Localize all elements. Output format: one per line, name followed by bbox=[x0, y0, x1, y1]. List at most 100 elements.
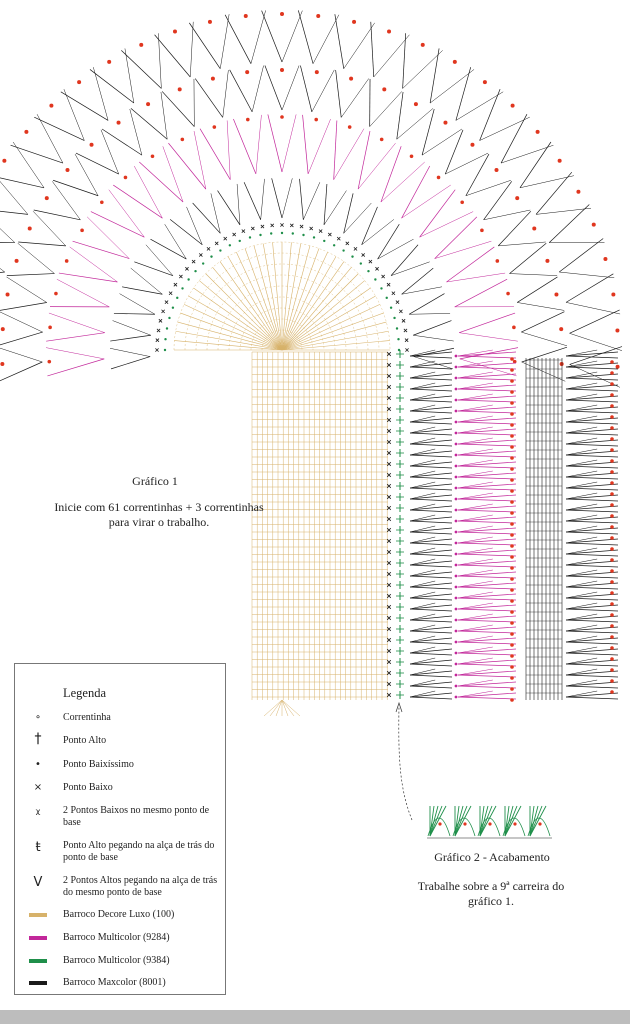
right-black-shell bbox=[409, 437, 436, 445]
green-ring-stitch bbox=[187, 278, 190, 281]
right-magenta-shell bbox=[457, 692, 517, 698]
black-edge-shell-stitch bbox=[158, 33, 162, 89]
body-tail bbox=[263, 699, 283, 717]
right-magenta-shell bbox=[457, 448, 493, 456]
right-edge-shell bbox=[565, 542, 619, 546]
center-fan-stitch bbox=[177, 321, 283, 351]
black-ring-stitch bbox=[375, 266, 379, 271]
right-black-shell bbox=[409, 406, 453, 412]
right-magenta-shell bbox=[457, 608, 517, 612]
black-outer-shell-stitch bbox=[33, 209, 81, 221]
right-black-stitch bbox=[386, 626, 392, 632]
right-black-shell bbox=[409, 538, 453, 544]
right-edge-shell bbox=[565, 613, 598, 621]
magenta-shell-stitch bbox=[48, 312, 105, 333]
magenta-shell-stitch bbox=[419, 189, 456, 238]
right-magenta-shell bbox=[457, 443, 517, 447]
ponto-alto-alca-icon: ŧ bbox=[35, 840, 41, 855]
black-ring-stitch bbox=[173, 282, 178, 287]
right-black-shell bbox=[409, 591, 436, 599]
right-black-stitch bbox=[386, 395, 392, 401]
black-outer-shell-stitch bbox=[160, 91, 168, 140]
red-accent-stitch bbox=[611, 292, 616, 297]
black-edge-shell-stitch bbox=[500, 114, 528, 164]
black-shell-stitch bbox=[119, 293, 156, 315]
red-accent-stitch bbox=[150, 154, 155, 159]
red-accent-stitch bbox=[538, 822, 542, 826]
black-ring-stitch bbox=[336, 236, 341, 241]
red-accent-stitch bbox=[180, 137, 185, 142]
right-magenta-shell bbox=[457, 472, 517, 478]
black-ring-stitch bbox=[391, 291, 396, 296]
right-black-shell bbox=[409, 553, 453, 557]
right-black-shell bbox=[409, 679, 436, 687]
center-fan-stitch bbox=[183, 304, 283, 351]
red-accent-stitch bbox=[610, 525, 614, 529]
right-edge-shell bbox=[565, 481, 598, 489]
right-edge-shell bbox=[565, 509, 619, 513]
right-edge-shell bbox=[565, 690, 598, 698]
red-accent-stitch bbox=[610, 536, 614, 540]
right-edge-shell bbox=[565, 615, 619, 621]
right-black-shell bbox=[409, 373, 453, 379]
right-black-stitch bbox=[386, 571, 392, 577]
right-magenta-stitch bbox=[454, 629, 458, 633]
green-ring-stitch bbox=[210, 255, 213, 258]
red-accent-stitch bbox=[591, 222, 596, 227]
red-accent-stitch bbox=[603, 257, 608, 262]
red-accent-stitch bbox=[347, 125, 352, 129]
right-edge-shell bbox=[565, 608, 619, 612]
black-ring-stitch bbox=[381, 274, 386, 279]
magenta-shell-stitch bbox=[58, 272, 118, 283]
red-accent-stitch bbox=[510, 357, 514, 361]
black-shell-stitch bbox=[236, 183, 241, 225]
red-accent-stitch bbox=[47, 359, 52, 364]
right-edge-shell bbox=[565, 685, 619, 689]
black-shell-stitch bbox=[150, 238, 187, 260]
grafico2-shell-stitch bbox=[454, 805, 464, 837]
black-edge-shell-stitch bbox=[402, 50, 443, 89]
right-edge-shell bbox=[565, 417, 619, 423]
black-edge-shell-stitch bbox=[0, 228, 15, 243]
right-magenta-shell bbox=[457, 547, 493, 555]
right-edge-shell bbox=[565, 547, 598, 555]
right-edge-shell bbox=[565, 439, 619, 445]
red-accent-stitch bbox=[280, 68, 284, 72]
black-outer-shell-stitch bbox=[421, 108, 435, 156]
black-outer-shell-stitch bbox=[465, 180, 512, 196]
right-magenta-stitch bbox=[454, 431, 458, 435]
right-black-shell bbox=[409, 505, 453, 511]
right-magenta-shell bbox=[457, 461, 517, 467]
right-magenta-shell bbox=[457, 399, 517, 403]
black-outer-shell-stitch bbox=[341, 78, 369, 118]
black-outer-shell-stitch bbox=[6, 276, 47, 303]
right-magenta-shell bbox=[457, 668, 493, 676]
black-edge-shell-stitch bbox=[569, 333, 623, 351]
right-edge-shell bbox=[565, 670, 619, 676]
right-black-shell bbox=[409, 503, 436, 511]
dois-pontos-altos-alca-icon: V bbox=[33, 875, 43, 890]
legend-yarn-label: Barroco Decore Luxo (100) bbox=[63, 909, 175, 920]
red-accent-stitch bbox=[512, 359, 517, 364]
red-accent-stitch bbox=[443, 120, 448, 125]
black-outer-shell-stitch bbox=[521, 346, 568, 363]
red-accent-stitch bbox=[280, 115, 284, 119]
right-edge-shell bbox=[565, 355, 619, 359]
red-accent-stitch bbox=[379, 137, 384, 142]
right-black-shell bbox=[409, 690, 436, 698]
magenta-shell-stitch bbox=[90, 211, 145, 238]
black-shell-stitch bbox=[109, 348, 151, 357]
right-black-shell bbox=[409, 432, 453, 436]
grafico2-arrow-head bbox=[395, 701, 403, 713]
red-accent-stitch bbox=[510, 621, 514, 625]
right-black-shell bbox=[409, 635, 436, 643]
black-ring-stitch bbox=[270, 223, 275, 228]
bottom-bar bbox=[0, 1010, 630, 1024]
grafico2-shell-stitch bbox=[454, 805, 472, 837]
green-ring-stitch bbox=[168, 316, 171, 320]
right-magenta-shell bbox=[457, 362, 517, 368]
right-black-stitch bbox=[386, 549, 392, 555]
black-ring-stitch bbox=[401, 318, 406, 323]
right-black-shell bbox=[409, 670, 453, 676]
center-fan-stitch bbox=[212, 267, 283, 351]
